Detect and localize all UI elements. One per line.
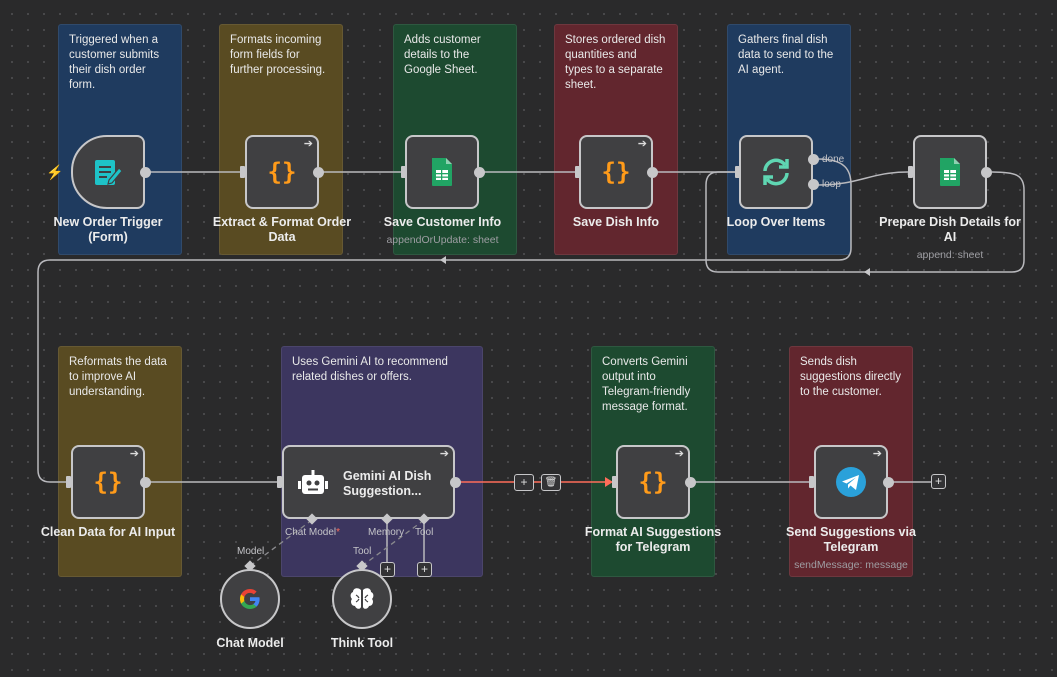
google-sheets-icon xyxy=(940,158,960,186)
node-prepare-dish-details[interactable] xyxy=(913,135,987,209)
code-braces-icon: {} xyxy=(602,158,631,186)
loop-input-port[interactable] xyxy=(735,166,740,178)
extract-input-port[interactable] xyxy=(240,166,245,178)
extract-output-port[interactable] xyxy=(313,167,324,178)
wire-arrow-left xyxy=(440,256,446,264)
format-output-port[interactable] xyxy=(685,477,696,488)
node-send-telegram[interactable]: ➔ xyxy=(814,445,888,519)
svg-text:{}: {} xyxy=(602,158,631,186)
node-label-clean: Clean Data for AI Input xyxy=(40,525,176,539)
node-new-order-trigger[interactable] xyxy=(71,135,145,209)
save-customer-output-port[interactable] xyxy=(474,167,485,178)
node-label-trigger: New Order Trigger (Form) xyxy=(53,215,163,244)
node-label-format: Format AI Suggestions for Telegram xyxy=(584,525,722,554)
code-braces-icon: {} xyxy=(94,468,123,496)
node-subtitle-save-customer: appendOrUpdate: sheet xyxy=(386,234,499,246)
send-input-port[interactable] xyxy=(809,476,814,488)
node-label-save-customer: Save Customer Info xyxy=(383,215,502,229)
clean-output-port[interactable] xyxy=(140,477,151,488)
loop-done-port[interactable] xyxy=(808,154,819,165)
node-save-dish-info[interactable]: ➔ {} xyxy=(579,135,653,209)
node-label-think-tool: Think Tool xyxy=(330,636,394,650)
add-next-node-button[interactable]: + xyxy=(931,474,946,489)
chat-model-port-label: Chat Model* xyxy=(285,527,341,538)
node-loop-over-items[interactable] xyxy=(739,135,813,209)
memory-port-label: Memory xyxy=(368,527,405,538)
open-arrow-icon: ➔ xyxy=(872,448,882,460)
add-tool-button[interactable]: + xyxy=(417,562,432,577)
delete-connection-button[interactable]: 🗑 xyxy=(541,474,561,491)
send-output-port[interactable] xyxy=(883,477,894,488)
node-save-customer-info[interactable] xyxy=(405,135,479,209)
loop-refresh-icon xyxy=(763,158,789,186)
node-extract-format[interactable]: ➔ {} xyxy=(245,135,319,209)
tool-port-label: Tool xyxy=(415,527,434,538)
robot-icon xyxy=(298,470,328,494)
open-arrow-icon: ➔ xyxy=(129,448,139,460)
code-braces-icon: {} xyxy=(268,158,297,186)
wire-arrow-left-2 xyxy=(864,268,870,276)
add-memory-button[interactable]: + xyxy=(380,562,395,577)
node-subtitle-prepare: append: sheet xyxy=(916,249,984,261)
save-dish-input-port[interactable] xyxy=(575,166,580,178)
node-format-ai-suggestions[interactable]: ➔ {} xyxy=(616,445,690,519)
node-label-save-dish: Save Dish Info xyxy=(572,215,660,229)
form-icon xyxy=(95,160,123,185)
open-arrow-icon: ➔ xyxy=(439,448,449,460)
brain-icon xyxy=(350,588,374,609)
format-input-port[interactable] xyxy=(612,476,617,488)
loop-done-label: done xyxy=(822,154,845,165)
node-clean-data[interactable]: ➔ {} xyxy=(71,445,145,519)
prepare-output-port[interactable] xyxy=(981,167,992,178)
chat-model-port-name: Model xyxy=(237,546,265,557)
prepare-input-port[interactable] xyxy=(908,166,913,178)
node-label-gemini: Gemini AI Dish Suggestion... xyxy=(343,469,432,498)
code-braces-icon: {} xyxy=(639,468,668,496)
google-sheets-icon xyxy=(432,158,452,186)
svg-text:{}: {} xyxy=(639,468,668,496)
open-arrow-icon: ➔ xyxy=(674,448,684,460)
gemini-input-port[interactable] xyxy=(277,476,282,488)
trigger-bolt-icon: ⚡ xyxy=(46,164,64,180)
node-think-tool[interactable] xyxy=(332,569,392,629)
node-subtitle-send: sendMessage: message xyxy=(794,559,908,571)
svg-text:{}: {} xyxy=(268,158,297,186)
gemini-output-port[interactable] xyxy=(450,477,461,488)
active-wire-arrow xyxy=(605,477,613,487)
open-arrow-icon: ➔ xyxy=(637,138,647,150)
trash-icon: 🗑 xyxy=(544,477,558,488)
node-chat-model[interactable] xyxy=(220,569,280,629)
save-dish-output-port[interactable] xyxy=(647,167,658,178)
svg-text:{}: {} xyxy=(94,468,123,496)
node-label-chat-model: Chat Model xyxy=(216,636,284,650)
save-customer-input-port[interactable] xyxy=(401,166,406,178)
loop-loop-label: loop xyxy=(822,179,841,190)
node-label-extract: Extract & Format Order Data xyxy=(212,215,352,244)
open-arrow-icon: ➔ xyxy=(303,138,313,150)
google-g-icon xyxy=(240,589,260,609)
clean-input-port[interactable] xyxy=(66,476,71,488)
trigger-output-port[interactable] xyxy=(140,167,151,178)
node-label-prepare: Prepare Dish Details for AI xyxy=(879,215,1021,244)
node-gemini-ai-agent[interactable]: ➔ Gemini AI Dish Suggestion... xyxy=(282,445,455,519)
node-label-send: Send Suggestions via Telegram xyxy=(786,525,916,554)
telegram-icon xyxy=(836,467,866,497)
add-node-between-button[interactable]: + xyxy=(514,474,534,491)
loop-loop-port[interactable] xyxy=(808,179,819,190)
think-tool-port-name: Tool xyxy=(353,546,372,557)
node-label-loop: Loop Over Items xyxy=(726,215,826,229)
